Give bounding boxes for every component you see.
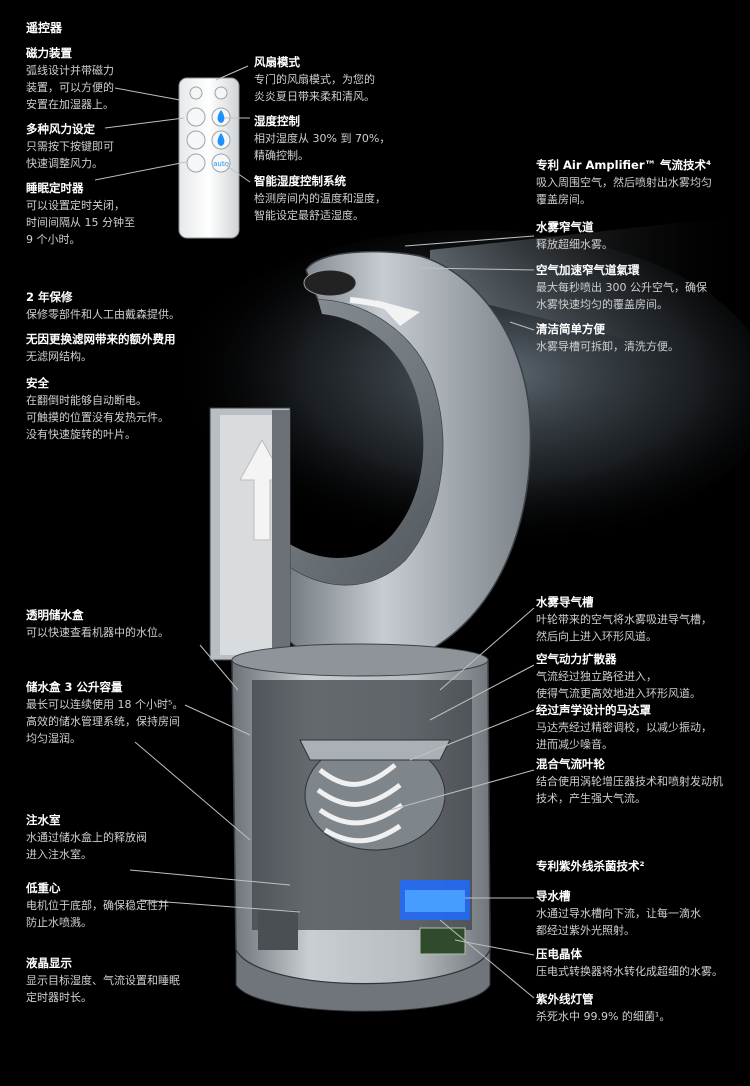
label-piezo: 压电晶体 压电式转换器将水转化成超细的水雾。: [536, 946, 746, 980]
label-diffuser: 空气动力扩散器 气流经过独立路径进入， 使得气流更高效地进入环形风道。: [536, 651, 741, 702]
label-warranty: 2 年保修 保修零部件和人工由戴森提供。: [26, 289, 216, 323]
label-airflow-settings-title: 多种风力设定: [26, 122, 95, 136]
label-impeller-title: 混合气流叶轮: [536, 757, 605, 771]
label-tank-desc: 可以快速查看机器中的水位。: [26, 626, 169, 639]
label-auto-mode: 智能湿度控制系统 检测房间内的温度和湿度， 智能设定最舒适湿度。: [254, 173, 434, 224]
label-tank: 透明储水盒 可以快速查看机器中的水位。: [26, 607, 216, 641]
label-sleep-timer-desc: 可以设置定时关闭， 时间间隔从 15 分钟至 9 个小时。: [26, 199, 135, 246]
label-motor-housing: 经过声学设计的马达罩 马达壳经过精密调校，以减少振动， 进而减少噪音。: [536, 702, 741, 753]
label-no-filter-title: 无因更换滤网带来的额外费用: [26, 332, 176, 346]
speaker-grill: [258, 910, 298, 950]
label-safety-title: 安全: [26, 376, 49, 390]
leader-lines-remote: [94, 65, 251, 183]
label-impeller-desc: 结合使用涡轮增压器技术和喷射发动机 技术，产生强大气流。: [536, 775, 723, 805]
label-motor-housing-desc: 马达壳经过精密调校，以减少振动， 进而减少噪音。: [536, 721, 712, 751]
label-chamber-desc: 水通过储水盒上的释放阀 进入注水室。: [26, 831, 147, 861]
label-uv-lamp: 紫外线灯管 杀死水中 99.9% 的细菌¹。: [536, 991, 741, 1025]
label-humidity-control: 湿度控制 相对湿度从 30% 到 70%， 精确控制。: [254, 113, 434, 164]
label-magnet-title: 磁力装置: [26, 46, 72, 60]
label-chamber-title: 注水室: [26, 813, 61, 827]
label-mist-channel-title: 水雾导气槽: [536, 595, 594, 609]
label-air-multiplier: 专利 Air Amplifier™ 气流技术⁴ 吸入周围空气，然后喷射出水雾均匀…: [536, 157, 741, 208]
label-magnet-desc: 弧线设计并带磁力 装置，可以方便的 安置在加湿器上。: [26, 64, 114, 111]
label-gravity-title: 低重心: [26, 881, 61, 895]
label-no-filter-desc: 无滤网结构。: [26, 350, 92, 363]
label-magnet: 磁力装置 弧线设计并带磁力 装置，可以方便的 安置在加湿器上。: [26, 45, 166, 113]
label-airflow-ring: 空气加速窄气道氣環 最大每秒喷出 300 公升空气，确保 水雾快速均匀的覆盖房间…: [536, 262, 741, 313]
label-fan-mode-desc: 专门的风扇模式，为您的 炎炎夏日带来柔和清风。: [254, 73, 375, 103]
label-auto-mode-desc: 检测房间内的温度和湿度， 智能设定最舒适湿度。: [254, 192, 386, 222]
label-uv-lamp-desc: 杀死水中 99.9% 的细菌¹。: [536, 1010, 671, 1023]
label-piezo-desc: 压电式转换器将水转化成超细的水雾。: [536, 965, 723, 978]
label-easy-clean-desc: 水雾导槽可拆卸，清洗方便。: [536, 340, 679, 353]
label-piezo-title: 压电晶体: [536, 947, 582, 961]
label-airflow-settings-desc: 只需按下按键即可 快速调整风力。: [26, 140, 114, 170]
label-airflow-ring-title: 空气加速窄气道氣環: [536, 263, 640, 277]
circuit-board: [419, 927, 466, 955]
label-capacity-desc: 最长可以连续使用 18 个小时⁵。 高效的储水管理系统，保持房间 均匀湿润。: [26, 698, 184, 745]
label-no-filter: 无因更换滤网带来的额外费用 无滤网结构。: [26, 331, 216, 365]
label-mist-slot-title: 水雾窄气道: [536, 220, 594, 234]
label-air-multiplier-title: 专利 Air Amplifier™ 气流技术⁴: [536, 158, 712, 172]
label-impeller: 混合气流叶轮 结合使用涡轮增压器技术和喷射发动机 技术，产生强大气流。: [536, 756, 746, 807]
label-airflow-settings: 多种风力设定 只需按下按键即可 快速调整风力。: [26, 121, 166, 172]
label-uv-lamp-title: 紫外线灯管: [536, 992, 594, 1006]
base-cylinder: [231, 643, 491, 1012]
label-sleep-timer: 睡眠定时器 可以设置定时关闭， 时间间隔从 15 分钟至 9 个小时。: [26, 180, 176, 248]
label-lcd: 液晶显示 显示目标湿度、气流设置和睡眠 定时器时长。: [26, 955, 216, 1006]
label-mist-slot-desc: 释放超细水雾。: [536, 238, 613, 251]
label-tank-title: 透明储水盒: [26, 608, 84, 622]
label-diffuser-desc: 气流经过独立路径进入， 使得气流更高效地进入环形风道。: [536, 670, 701, 700]
label-fan-mode: 风扇模式 专门的风扇模式，为您的 炎炎夏日带来柔和清风。: [254, 54, 434, 105]
label-mist-channel-desc: 叶轮带来的空气将水雾吸进导气槽， 然后向上进入环形风道。: [536, 613, 712, 643]
label-mist-slot: 水雾窄气道 释放超细水雾。: [536, 219, 741, 253]
remote-control: auto: [178, 77, 240, 239]
label-uv-tech: 专利紫外线杀菌技术²: [536, 858, 741, 875]
mist-jet: [430, 215, 750, 370]
label-lcd-desc: 显示目标湿度、气流设置和睡眠 定时器时长。: [26, 974, 180, 1004]
air-tube: [209, 407, 291, 661]
label-gravity-desc: 电机位于底部，确保稳定性并 防止水喷溅。: [26, 899, 169, 929]
label-guide-title: 导水槽: [536, 889, 571, 903]
label-sleep-timer-title: 睡眠定时器: [26, 181, 84, 195]
label-warranty-title: 2 年保修: [26, 290, 73, 304]
label-safety: 安全 在翻倒时能够自动断电。 可触摸的位置没有发热元件。 没有快速旋转的叶片。: [26, 375, 216, 443]
label-guide: 导水槽 水通过导水槽向下流，让每一滴水 都经过紫外光照射。: [536, 888, 741, 939]
label-air-multiplier-desc: 吸入周围空气，然后喷射出水雾均匀 覆盖房间。: [536, 176, 712, 206]
label-humidity-control-desc: 相对湿度从 30% 到 70%， 精确控制。: [254, 132, 391, 162]
label-capacity-title: 储水盒 3 公升容量: [26, 680, 123, 694]
label-lcd-title: 液晶显示: [26, 956, 72, 970]
label-safety-desc: 在翻倒时能够自动断电。 可触摸的位置没有发热元件。 没有快速旋转的叶片。: [26, 394, 169, 441]
label-motor-housing-title: 经过声学设计的马达罩: [536, 703, 651, 717]
label-diffuser-title: 空气动力扩散器: [536, 652, 617, 666]
label-easy-clean: 清洁简单方便 水雾导槽可拆卸，清洗方便。: [536, 321, 741, 355]
label-guide-desc: 水通过导水槽向下流，让每一滴水 都经过紫外光照射。: [536, 907, 701, 937]
label-auto-mode-title: 智能湿度控制系统: [254, 174, 346, 188]
label-chamber: 注水室 水通过储水盒上的释放阀 进入注水室。: [26, 812, 216, 863]
label-airflow-ring-desc: 最大每秒喷出 300 公升空气，确保 水雾快速均匀的覆盖房间。: [536, 281, 707, 311]
label-fan-mode-title: 风扇模式: [254, 55, 300, 69]
label-capacity: 储水盒 3 公升容量 最长可以连续使用 18 个小时⁵。 高效的储水管理系统，保…: [26, 679, 216, 747]
remote-heading: 遥控器: [26, 21, 63, 35]
leader-lines-device: [129, 235, 535, 999]
label-warranty-desc: 保修零部件和人工由戴森提供。: [26, 308, 180, 321]
remote-auto-text: auto: [213, 160, 229, 168]
label-uv-tech-title: 专利紫外线杀菌技术²: [536, 859, 645, 873]
label-humidity-control-title: 湿度控制: [254, 114, 300, 128]
label-gravity: 低重心 电机位于底部，确保稳定性并 防止水喷溅。: [26, 880, 216, 931]
label-easy-clean-title: 清洁简单方便: [536, 322, 605, 336]
label-mist-channel: 水雾导气槽 叶轮带来的空气将水雾吸进导气槽， 然后向上进入环形风道。: [536, 594, 741, 645]
